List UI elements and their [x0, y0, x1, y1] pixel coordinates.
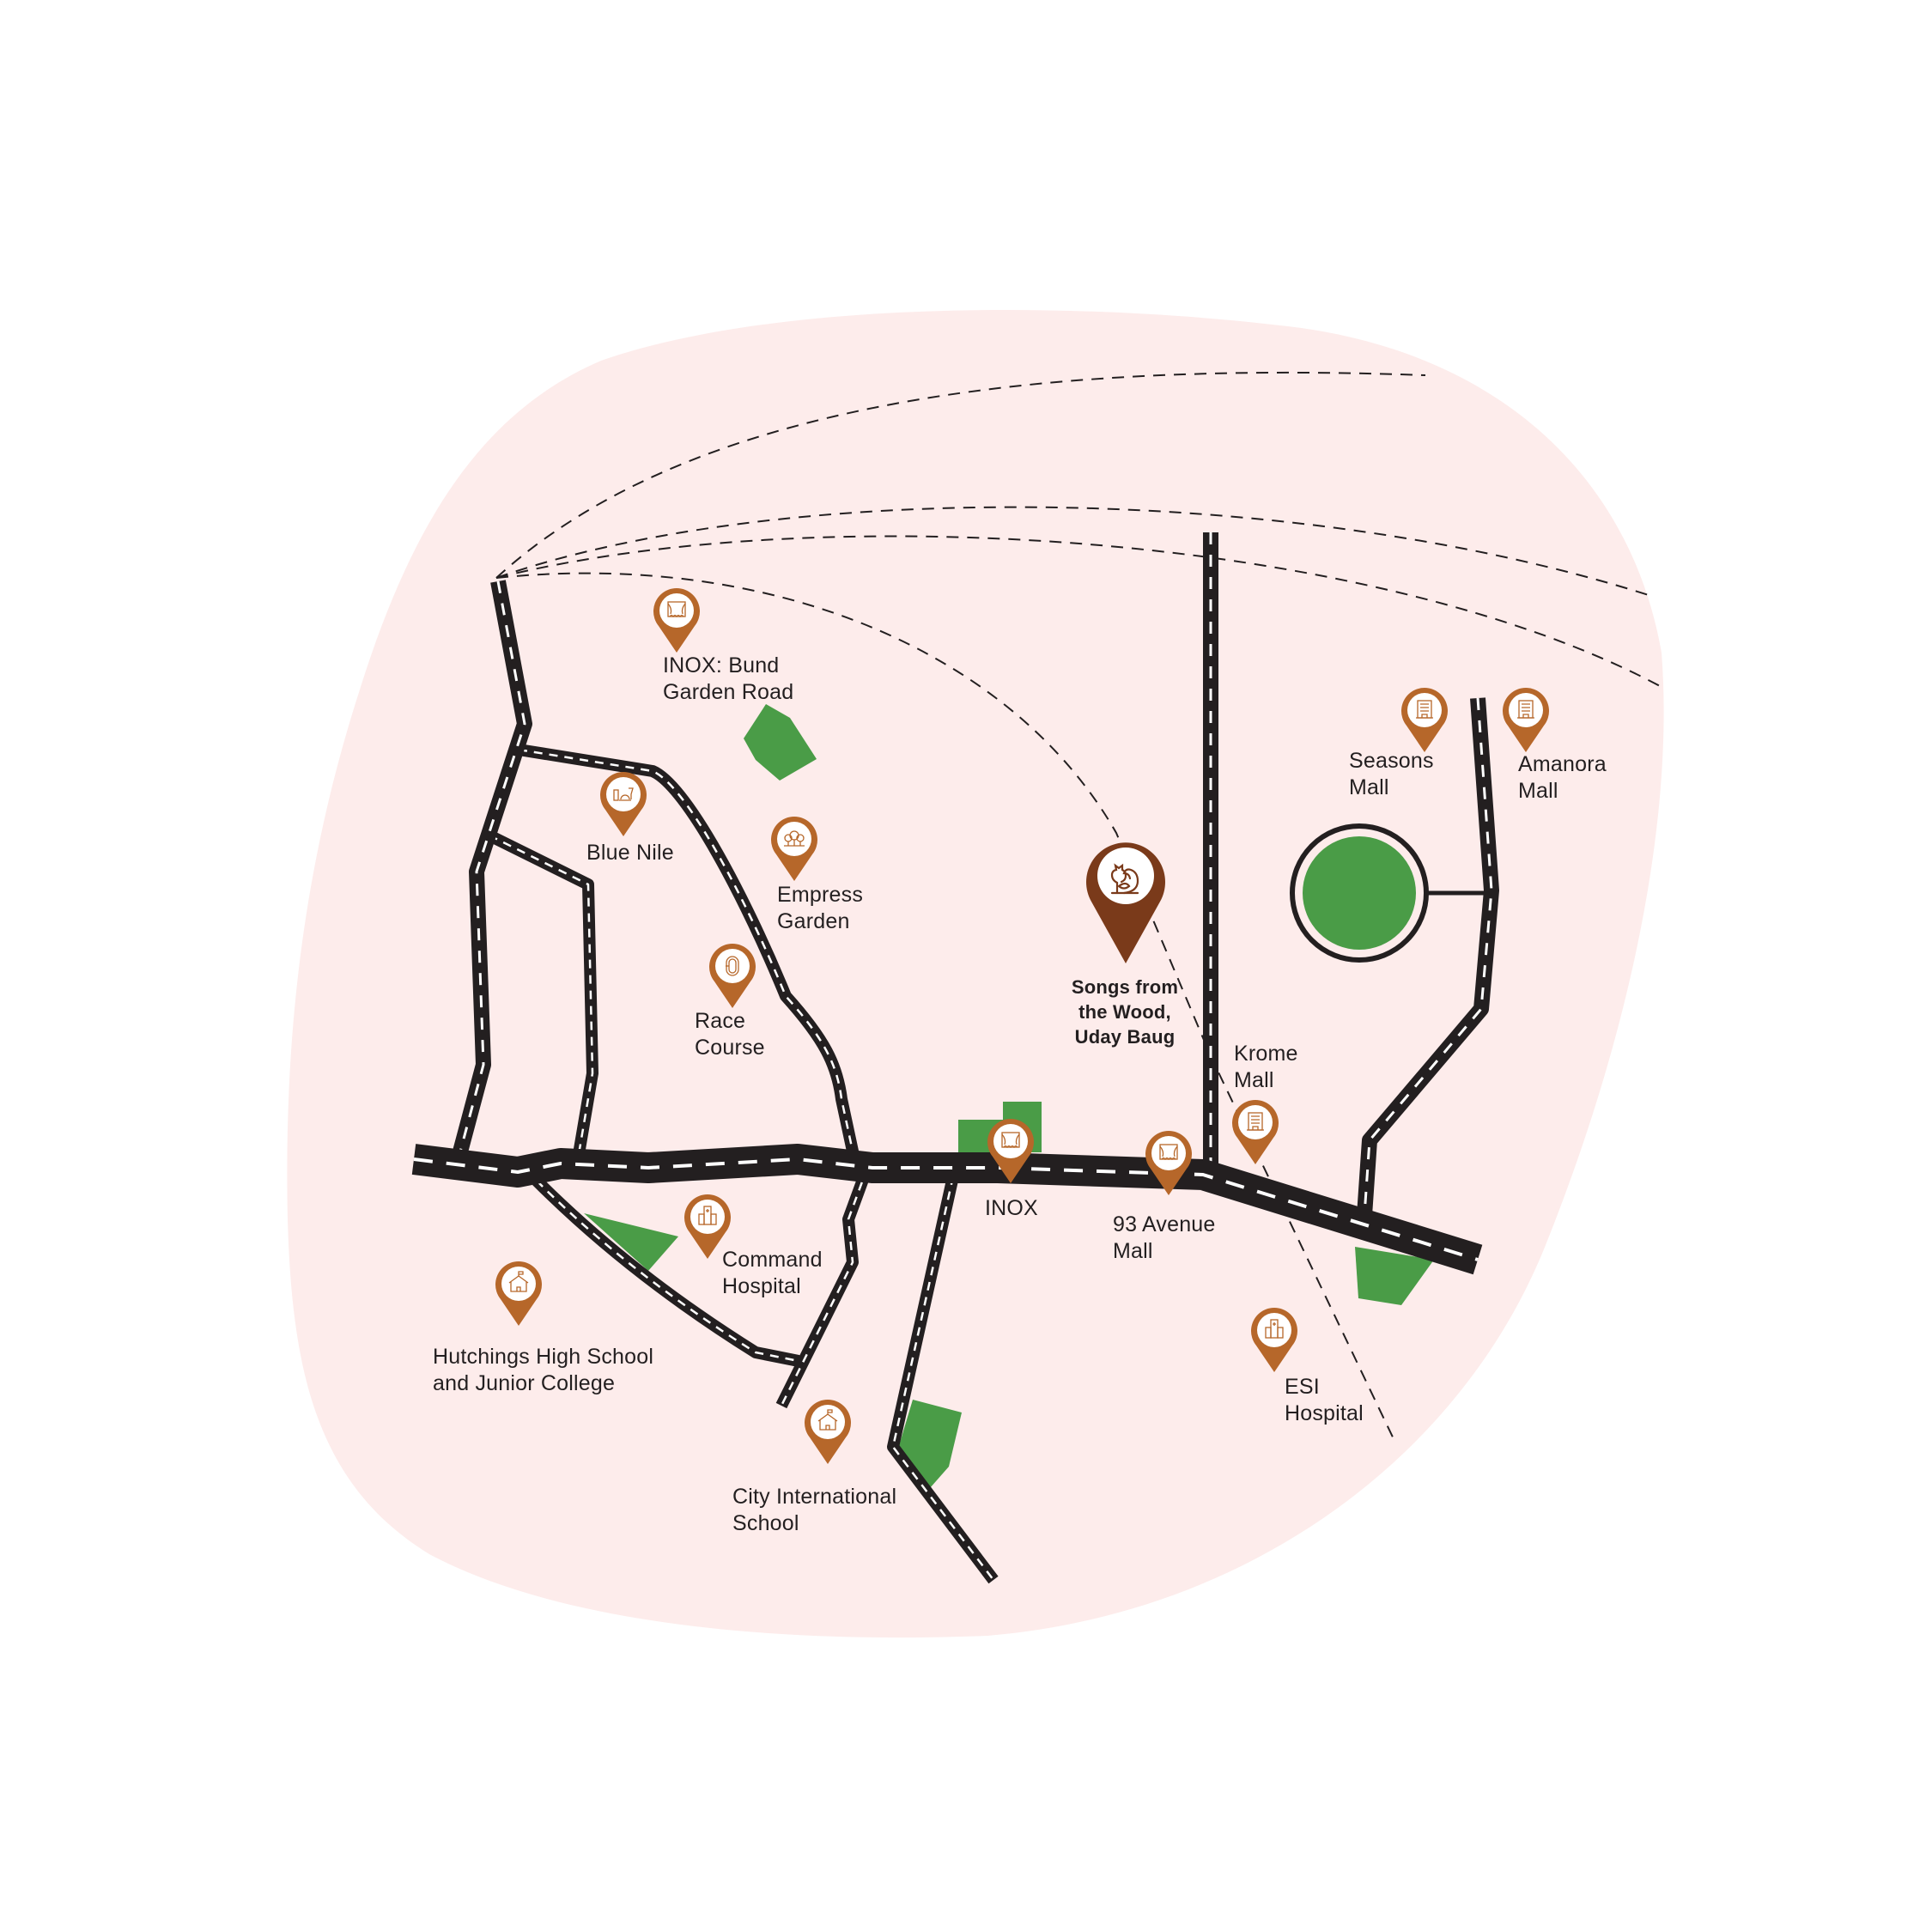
stadium-green [1303, 836, 1416, 950]
pin-inox[interactable] [986, 1116, 1036, 1183]
pin-seasons-mall[interactable] [1400, 685, 1449, 752]
label-amanora-mall: Amanora Mall [1518, 752, 1607, 803]
pin-krome-mall[interactable] [1230, 1097, 1280, 1164]
pin-93-avenue-mall[interactable] [1144, 1128, 1194, 1195]
pin-hutchings-school[interactable] [494, 1259, 544, 1326]
pin-city-international-school[interactable] [803, 1397, 853, 1464]
roads[interactable] [411, 532, 1499, 1584]
label-empress-garden: Empress Garden [777, 883, 864, 933]
pin-empress-garden[interactable] [769, 814, 819, 881]
cinema-icon [1159, 1144, 1178, 1161]
dashed-routes [495, 371, 1662, 1443]
dashed-route-2 [495, 506, 1649, 596]
pin-inox-bund-garden[interactable] [652, 586, 702, 653]
pin-command-hospital[interactable] [683, 1192, 732, 1259]
school-icon [508, 1271, 529, 1292]
label-blue-nile: Blue Nile [586, 841, 674, 865]
park-near-inox-bund [744, 704, 817, 781]
pin-blue-nile[interactable] [598, 769, 648, 836]
pin-amanora-mall[interactable] [1501, 685, 1551, 752]
pin-esi-hospital[interactable] [1249, 1305, 1299, 1372]
map-area-blob [287, 309, 1664, 1638]
race-track-icon [726, 956, 739, 976]
building-icon [1416, 700, 1433, 719]
label-inox: INOX [985, 1196, 1038, 1220]
label-krome-mall: Krome Mall [1234, 1042, 1298, 1092]
label-esi-hospital: ESI Hospital [1285, 1375, 1364, 1425]
label-hutchings-school: Hutchings High School and Junior College [433, 1345, 654, 1395]
dashed-route-3 [495, 535, 1662, 688]
label-seasons-mall: Seasons Mall [1349, 749, 1434, 799]
building-icon [1517, 700, 1534, 719]
cinema-icon [1001, 1132, 1020, 1149]
trees-icon [784, 830, 805, 847]
school-icon [817, 1409, 838, 1431]
building-icon [1247, 1112, 1264, 1131]
park-command-hospital [584, 1213, 678, 1271]
hospital-icon [1265, 1319, 1284, 1339]
label-race-course: Race Course [695, 1009, 765, 1060]
label-93-avenue-mall: 93 Avenue Mall [1113, 1212, 1216, 1263]
dashed-route-4 [495, 572, 1396, 1443]
hospital-icon [698, 1206, 717, 1225]
cinema-icon [667, 601, 686, 618]
park-east [1355, 1247, 1434, 1305]
road-east[interactable] [1356, 697, 1499, 1229]
label-city-international-school: City International School [732, 1485, 897, 1535]
main-location-pin[interactable] [1083, 835, 1169, 963]
label-main-location: Songs from the Wood, Uday Baug [1071, 976, 1179, 1048]
pin-race-course[interactable] [708, 941, 757, 1008]
label-inox-bund-garden: INOX: Bund Garden Road [663, 653, 794, 704]
label-command-hospital: Command Hospital [722, 1248, 823, 1298]
squirrel-icon [1110, 863, 1139, 895]
restaurant-icon [613, 787, 634, 801]
